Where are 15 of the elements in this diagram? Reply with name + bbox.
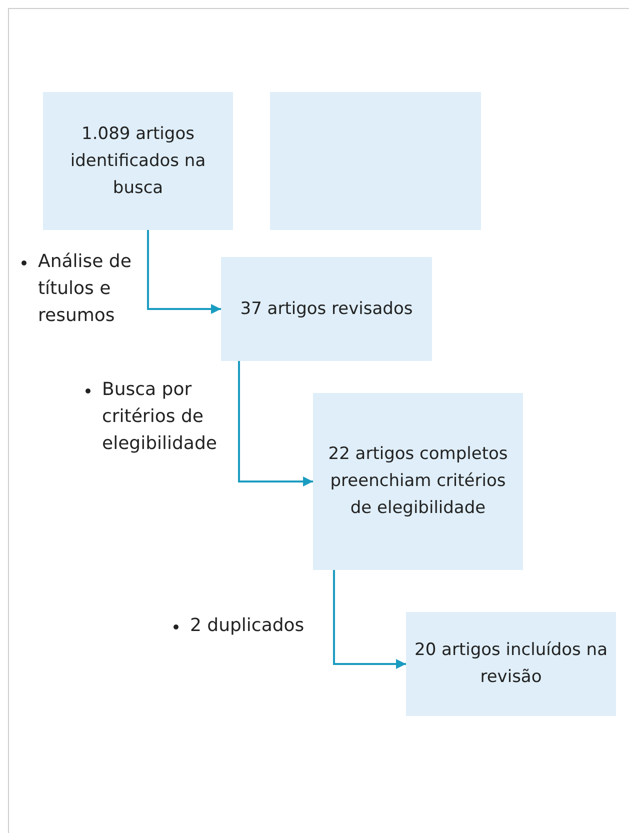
process-box (406, 612, 616, 716)
box-text: 1.089 artigos identificados na busca (69, 122, 207, 200)
process-box (313, 393, 523, 570)
box-text: 22 artigos completos preenchiam critérios de elegibilidade (327, 443, 509, 520)
box-text: 20 artigos incluídos na revisão (414, 639, 608, 689)
arrow (238, 361, 313, 486)
step-note: Busca por critérios de elegibilidade (102, 378, 218, 456)
process-box (43, 92, 233, 230)
step-note: Análise de títulos e resumos (38, 250, 132, 328)
empty-box (270, 92, 481, 230)
box-text: 37 artigos revisados (240, 298, 413, 320)
process-box (221, 257, 432, 361)
arrow (333, 570, 406, 669)
step-note: 2 duplicados (190, 614, 306, 638)
arrow (147, 230, 221, 314)
